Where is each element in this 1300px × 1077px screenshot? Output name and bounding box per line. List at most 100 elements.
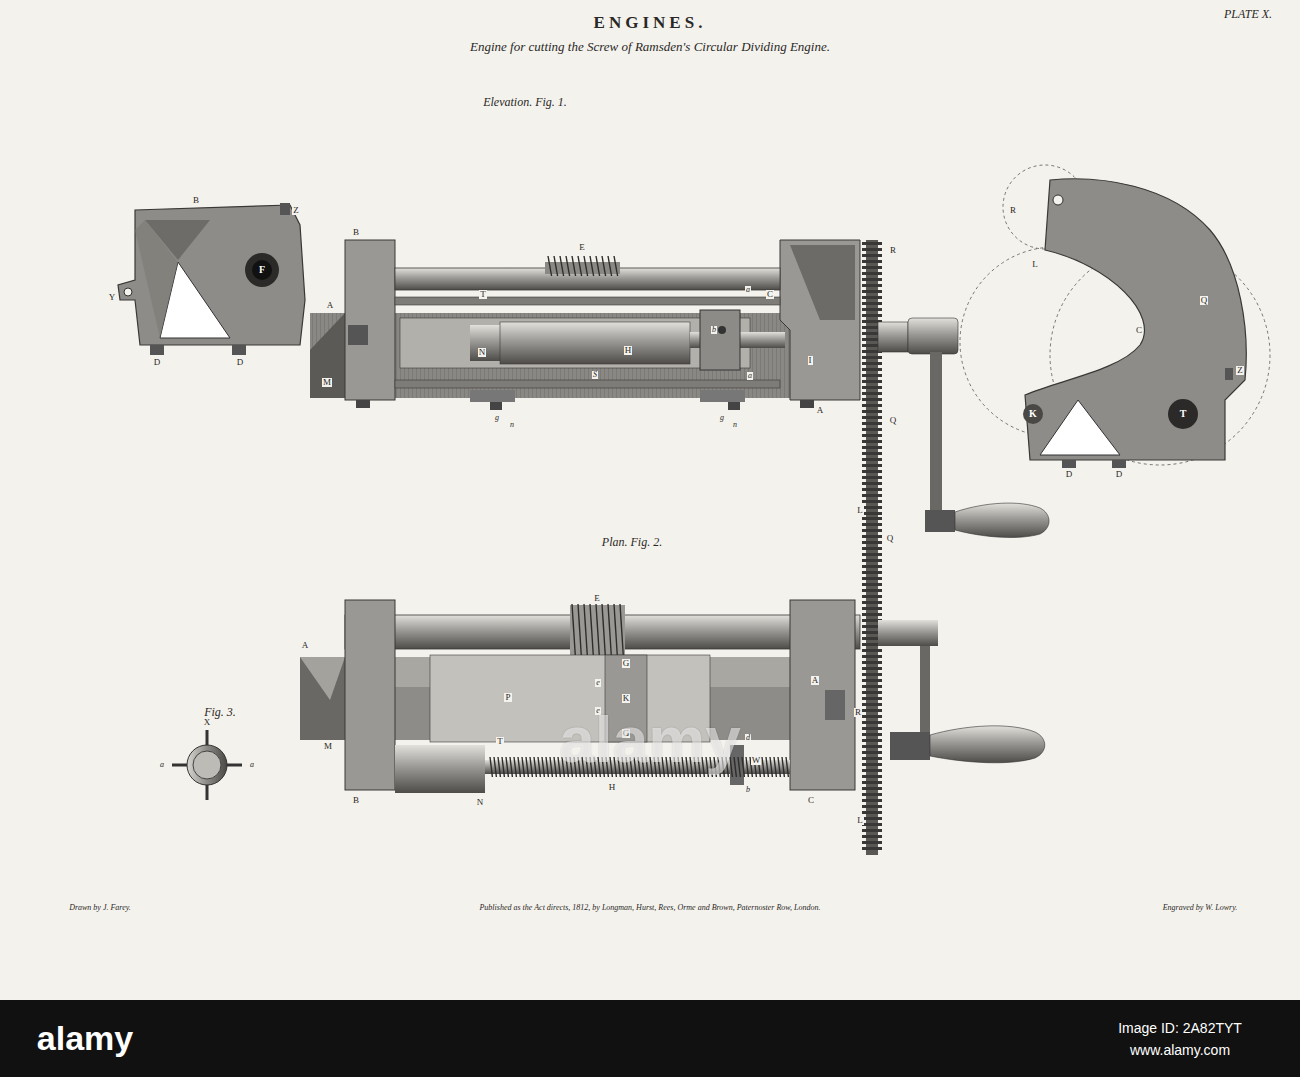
part-letter: B (352, 796, 360, 805)
part-letter: C (1135, 326, 1143, 335)
thread (766, 757, 768, 777)
gear-tooth (862, 613, 882, 616)
part-letter: F (259, 265, 265, 275)
gear-tooth (862, 416, 882, 419)
thread (514, 757, 516, 777)
gear-tooth (862, 769, 882, 772)
thread (602, 256, 606, 276)
part-letter: Z (1236, 366, 1244, 375)
part-letter: E (593, 594, 601, 603)
gear-tooth (862, 242, 882, 245)
gear-tooth (862, 649, 882, 652)
thread (534, 757, 536, 777)
thread (742, 757, 744, 777)
imprint-line: Engraved by W. Lowry. (1163, 904, 1238, 912)
part-letter: E (578, 243, 586, 252)
part-letter: g (719, 414, 725, 422)
gear-tooth (862, 362, 882, 365)
gear-tooth (862, 847, 882, 850)
end-view (960, 165, 1270, 465)
thread (530, 757, 532, 777)
gear-tooth (862, 386, 882, 389)
gear-tooth (862, 793, 882, 796)
gear-tooth (862, 565, 882, 568)
gear-tooth (862, 799, 882, 802)
part-letter: Q (1200, 296, 1209, 305)
gear-tooth (862, 541, 882, 544)
gear-tooth (862, 506, 882, 509)
gear-tooth (862, 482, 882, 485)
thread (614, 256, 618, 276)
gear-tooth (862, 709, 882, 712)
gear-tooth (862, 739, 882, 742)
gear-tooth (862, 392, 882, 395)
gear-tooth (862, 553, 882, 556)
gear-tooth (862, 374, 882, 377)
gear-tooth (862, 583, 882, 586)
gear-tooth (862, 476, 882, 479)
gear-tooth (862, 529, 882, 532)
gear-tooth (862, 523, 882, 526)
figure-caption: Elevation. Fig. 1. (483, 96, 567, 108)
gear-tooth (862, 398, 882, 401)
gear-tooth (862, 512, 882, 515)
gear-tooth (862, 727, 882, 730)
elevation (310, 240, 1049, 537)
part-letter: n (732, 421, 738, 429)
gear-tooth (862, 302, 882, 305)
part-letter: Z (292, 206, 300, 215)
stock-id: www.alamy.com (1130, 1043, 1230, 1057)
part-letter: R (1009, 206, 1017, 215)
part-letter: C (766, 290, 774, 299)
part-letter: P (504, 693, 511, 702)
thread (572, 604, 576, 660)
gear-tooth (862, 440, 882, 443)
gear-tooth (862, 661, 882, 664)
part-letter: L (1031, 260, 1039, 269)
plan-view (300, 515, 1045, 855)
gear-tooth (862, 607, 882, 610)
gear-tooth (862, 685, 882, 688)
gear-tooth (862, 296, 882, 299)
gear-tooth (862, 715, 882, 718)
part-letter: a (747, 372, 753, 380)
gear-tooth (862, 841, 882, 844)
plate-title: ENGINES. (594, 14, 707, 31)
thread (602, 604, 606, 660)
part-letter: D (153, 358, 162, 367)
part-letter: a (249, 761, 255, 769)
part-letter: L (856, 816, 864, 825)
part-letter: a (745, 286, 751, 294)
watermark: alamy (37, 1021, 133, 1055)
plate-caption: Engine for cutting the Screw of Ramsden'… (470, 40, 830, 53)
part-letter: Q (889, 416, 898, 425)
thread (620, 604, 624, 660)
thread (522, 757, 524, 777)
part-letter: C (807, 796, 815, 805)
part-letter: T (479, 290, 487, 299)
part-letter: A (326, 301, 335, 310)
part-letter: N (476, 798, 485, 807)
gear-tooth (862, 811, 882, 814)
part-letter: b (745, 786, 751, 794)
thread (550, 757, 552, 777)
thread (584, 256, 588, 276)
part-letter: D (236, 358, 245, 367)
gear-tooth (862, 248, 882, 251)
gear-tooth (862, 817, 882, 820)
part-letter: H (624, 346, 633, 355)
imprint-line: Published as the Act directs, 1812, by L… (479, 904, 820, 912)
thread (502, 757, 504, 777)
gear-tooth (862, 655, 882, 658)
part-letter: G (622, 659, 631, 668)
stock-bar (0, 1000, 1300, 1077)
gear-tooth (862, 278, 882, 281)
gear-tooth (862, 679, 882, 682)
gear-tooth (862, 697, 882, 700)
thread (546, 757, 548, 777)
part-letter: B (352, 228, 360, 237)
thread (538, 757, 540, 777)
thread (774, 757, 776, 777)
part-letter: d (745, 734, 751, 742)
thread (614, 604, 618, 660)
